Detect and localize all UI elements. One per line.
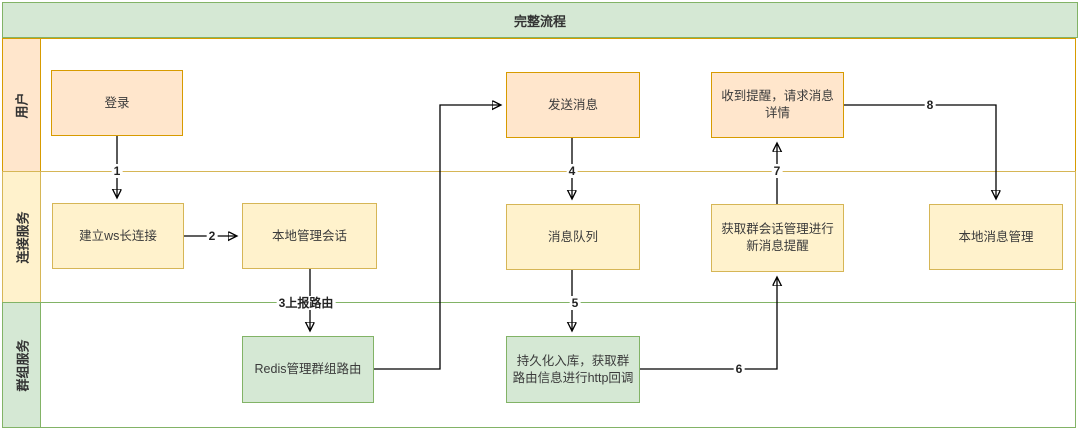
edge-label-step2: 2	[206, 229, 218, 243]
node-login: 登录	[51, 70, 183, 136]
node-ws-connect: 建立ws长连接	[52, 203, 184, 269]
node-receive-notice: 收到提醒，请求消息 详情	[711, 72, 844, 138]
node-persist-callback: 持久化入库，获取群 路由信息进行http回调	[506, 336, 640, 403]
edge-label-step6: 6	[733, 362, 745, 376]
edge-label-step8: 8	[924, 98, 936, 112]
node-message-queue: 消息队列	[506, 204, 640, 270]
node-local-session: 本地管理会话	[242, 203, 377, 269]
node-local-message: 本地消息管理	[929, 204, 1063, 270]
pool-header: 完整流程	[2, 2, 1078, 38]
node-group-session-notice: 获取群会话管理进行 新消息提醒	[711, 204, 844, 272]
lane-connect-service-label-text: 连接服务	[15, 210, 31, 264]
edge-label-step1: 1	[111, 164, 123, 178]
edge-label-step3: 3上报路由	[276, 296, 336, 310]
lane-user-label-text: 用户	[14, 91, 30, 119]
lane-connect-service-label: 连接服务	[3, 172, 41, 302]
edge-label-step7: 7	[771, 164, 783, 178]
node-send-message: 发送消息	[506, 72, 640, 138]
node-redis-route: Redis管理群组路由	[242, 336, 374, 403]
edge-label-step4: 4	[566, 164, 578, 178]
pool-title: 完整流程	[513, 13, 566, 29]
lane-group-service-label-text: 群组服务	[15, 338, 31, 392]
lane-group-service-label: 群组服务	[3, 303, 41, 427]
edge-label-step5: 5	[569, 296, 581, 310]
lane-user-label: 用户	[3, 39, 41, 171]
